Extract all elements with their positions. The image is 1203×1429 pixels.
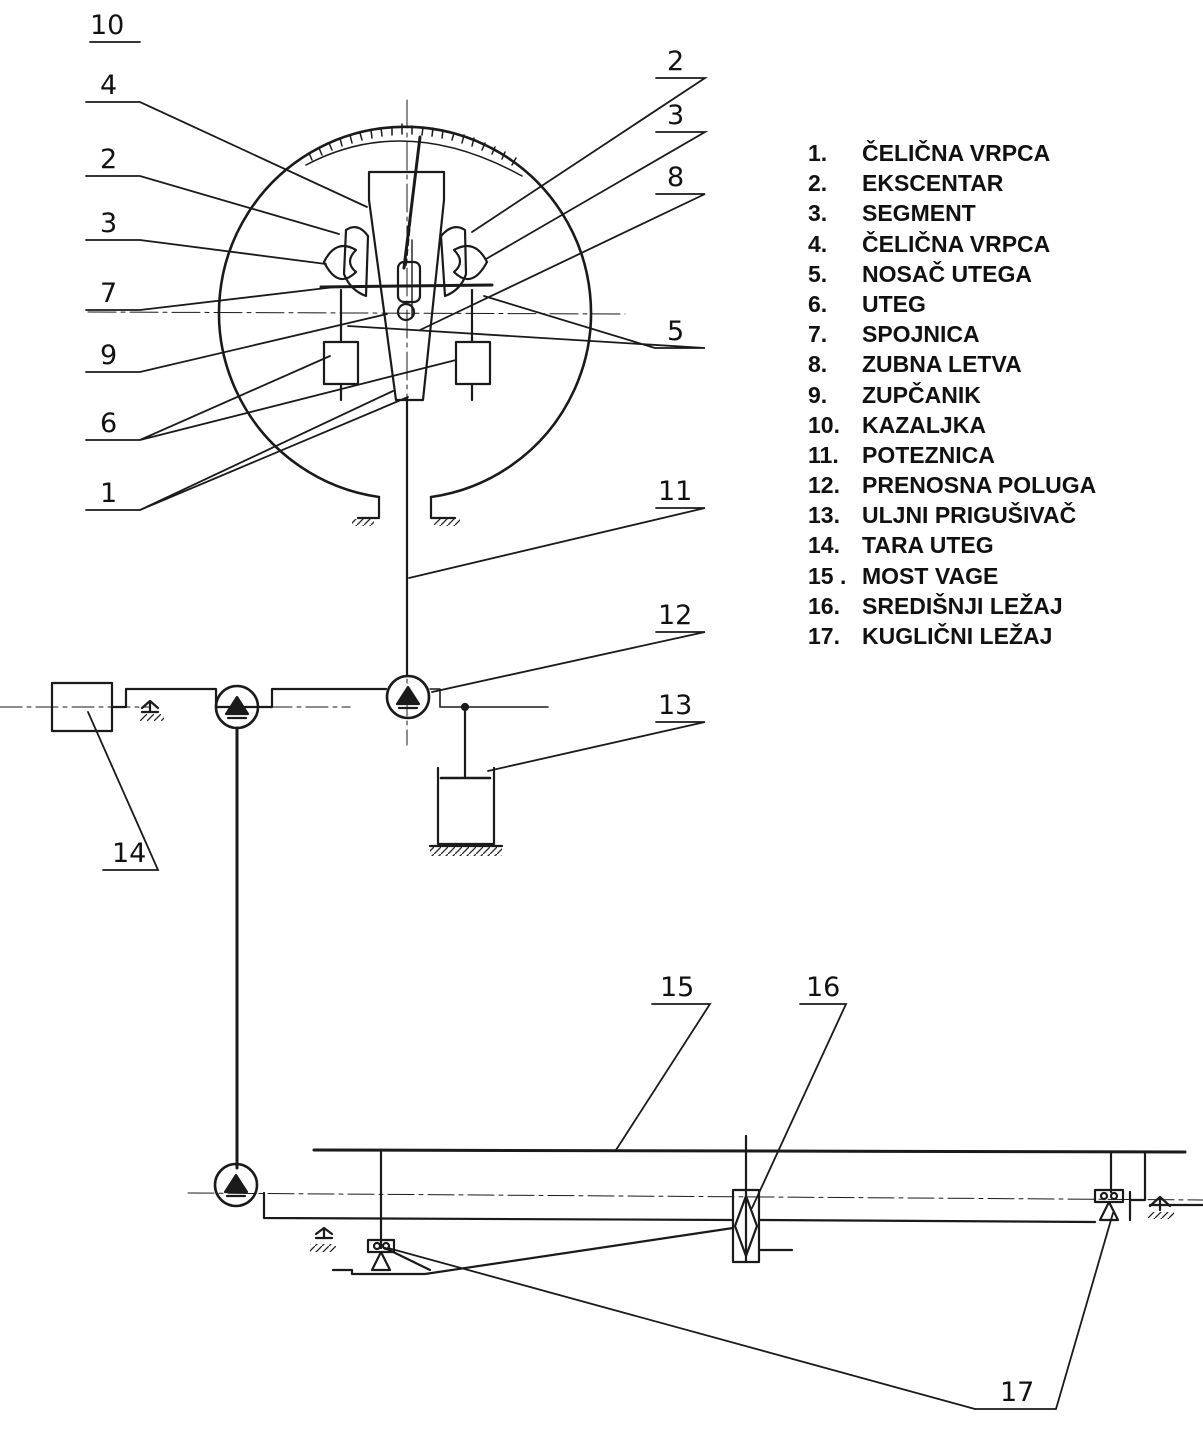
- callout-7: 7: [100, 278, 117, 309]
- legend-number: 4.: [808, 230, 828, 257]
- legend-item: 10. KAZALJKA: [808, 410, 1096, 440]
- legend-number: 6.: [808, 290, 828, 317]
- legend-label: EKSCENTAR: [862, 170, 1004, 197]
- callout-17: 17: [1000, 1377, 1034, 1408]
- callout-10: 10: [90, 10, 124, 41]
- ball-bearing-left: [310, 1226, 336, 1252]
- callout-13: 13: [658, 690, 692, 721]
- eccentric-left: [342, 225, 370, 298]
- callout-8: 8: [667, 162, 684, 193]
- legend-label: TARA UTEG: [862, 532, 994, 559]
- eccentric-right: [439, 225, 468, 298]
- weight-right: [454, 340, 492, 386]
- dial-scale: [305, 123, 523, 177]
- legend-item: 1. ČELIČNA VRPCA: [808, 138, 1096, 168]
- legend-label: SEGMENT: [862, 200, 976, 227]
- legend-label: KUGLIČNI LEŽAJ: [862, 623, 1053, 649]
- legend-label: ČELIČNA VRPCA: [862, 140, 1051, 166]
- callout-12: 12: [658, 600, 692, 631]
- callout-6: 6: [100, 408, 117, 439]
- callout-15: 15: [660, 972, 694, 1003]
- callout-3-right: 3: [667, 100, 684, 131]
- legend-label: ČELIČNA VRPCA: [862, 230, 1051, 257]
- centre-bearing: [731, 1188, 761, 1264]
- callout-14: 14: [112, 838, 146, 869]
- legend-item: 6. UTEG: [808, 289, 1096, 319]
- legend-label: SREDIŠNJI LEŽAJ: [862, 592, 1063, 619]
- legend-item: 5. NOSAČ UTEGA: [808, 259, 1096, 289]
- segment-left: [322, 244, 358, 281]
- legend-number: 13.: [808, 502, 840, 529]
- legend-label: SPOJNICA: [862, 321, 980, 348]
- legend-item: 13. ULJNI PRIGUŠIVAČ: [808, 500, 1096, 530]
- scale-bridge: [312, 1148, 1187, 1154]
- legend-label: MOST VAGE: [862, 562, 999, 589]
- bearing-lever-centre: [385, 674, 431, 720]
- callout-1: 1: [100, 478, 117, 509]
- legend-label: UTEG: [862, 290, 926, 317]
- callout-2-right: 2: [667, 46, 684, 77]
- ball-bearing-mid: [366, 1238, 396, 1272]
- legend-number: 15 .: [808, 562, 847, 589]
- legend-number: 5.: [808, 260, 828, 287]
- legend-item: 9. ZUPČANIK: [808, 380, 1096, 410]
- legend-label: ZUBNA LETVA: [862, 351, 1022, 378]
- legend-label: ZUPČANIK: [862, 381, 981, 408]
- callout-2-left: 2: [100, 144, 117, 175]
- damper-cylinder: [436, 766, 496, 846]
- legend-item: 11. POTEZNICA: [808, 440, 1096, 470]
- legend-item: 17. KUGLIČNI LEŽAJ: [808, 621, 1096, 651]
- segment-right: [452, 244, 489, 281]
- legend-item: 16. SREDIŠNJI LEŽAJ: [808, 591, 1096, 621]
- legend-number: 3.: [808, 200, 828, 227]
- legend-number: 7.: [808, 321, 828, 348]
- legend-item: 12. PRENOSNA POLUGA: [808, 470, 1096, 500]
- legend-item: 7. SPOJNICA: [808, 319, 1096, 349]
- legend-label: NOSAČ UTEGA: [862, 260, 1032, 287]
- legend-item: 15 . MOST VAGE: [808, 561, 1096, 591]
- pinion: [396, 302, 416, 322]
- legend-number: 11.: [808, 441, 839, 468]
- legend-item: 14. TARA UTEG: [808, 530, 1096, 560]
- legend-number: 12.: [808, 472, 840, 499]
- weight-left: [322, 340, 360, 386]
- legend-number: 1.: [808, 140, 828, 166]
- housing-foot-left: [356, 495, 381, 520]
- rack-bar: [367, 170, 446, 402]
- legend-number: 8.: [808, 351, 828, 378]
- legend-number: 17.: [808, 623, 840, 649]
- legend-label: ULJNI PRIGUŠIVAČ: [862, 502, 1077, 529]
- legend-item: 8. ZUBNA LETVA: [808, 349, 1096, 379]
- callout-3-left: 3: [100, 208, 117, 239]
- legend-label: POTEZNICA: [862, 441, 995, 468]
- callout-9: 9: [100, 340, 117, 371]
- legend-item: 4. ČELIČNA VRPCA: [808, 229, 1096, 259]
- legend-item: 2. EKSCENTAR: [808, 168, 1096, 198]
- legend-number: 14.: [808, 532, 840, 559]
- leader-lines: [85, 41, 1114, 1410]
- legend-label: PRENOSNA POLUGA: [862, 472, 1097, 499]
- dial-housing: [217, 125, 593, 499]
- legend-number: 16.: [808, 592, 840, 619]
- callout-16: 16: [806, 972, 840, 1003]
- legend-item: 3. SEGMENT: [808, 198, 1096, 228]
- legend-number: 9.: [808, 381, 828, 408]
- parts-legend: 1. ČELIČNA VRPCA 2. EKSCENTAR 3. SEGMENT 4. ČEL…: [808, 138, 1096, 651]
- legend-label: KAZALJKA: [862, 411, 986, 438]
- ball-bearing-right: [1093, 1188, 1174, 1222]
- legend-number: 10.: [808, 411, 840, 438]
- transfer-lever: [110, 687, 388, 709]
- legend-number: 2.: [808, 170, 828, 197]
- callout-4: 4: [100, 70, 117, 101]
- bearing-bridge-left: [213, 1162, 259, 1208]
- callout-11: 11: [658, 476, 692, 507]
- callout-5: 5: [667, 316, 684, 347]
